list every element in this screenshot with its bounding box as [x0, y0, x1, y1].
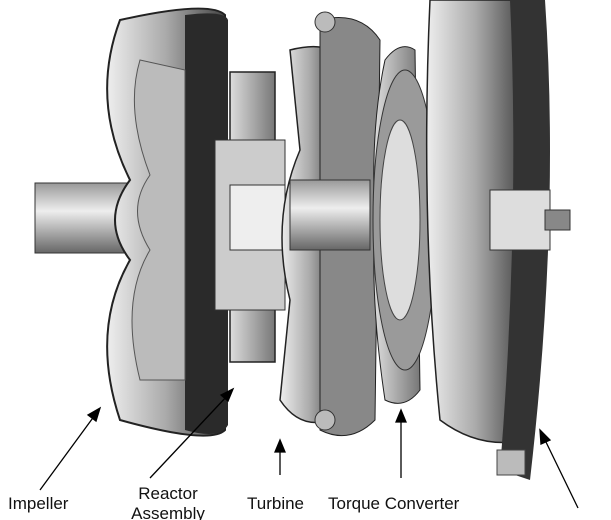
reactor-assembly [214, 71, 286, 363]
turbine [279, 11, 381, 437]
label-impeller: Impeller [8, 494, 69, 513]
torque-converter-clutch [372, 46, 438, 404]
label-reactor-assembly: Reactor Assembly [128, 484, 208, 520]
label-reactor-line2: Assembly [131, 504, 205, 520]
label-torque-converter: Torque Converter [328, 494, 460, 513]
label-reactor-line1: Reactor [138, 484, 198, 503]
converter-cover [425, 0, 571, 480]
impeller [106, 7, 228, 437]
label-turbine: Turbine [247, 494, 305, 513]
callout-arrows [39, 387, 579, 509]
